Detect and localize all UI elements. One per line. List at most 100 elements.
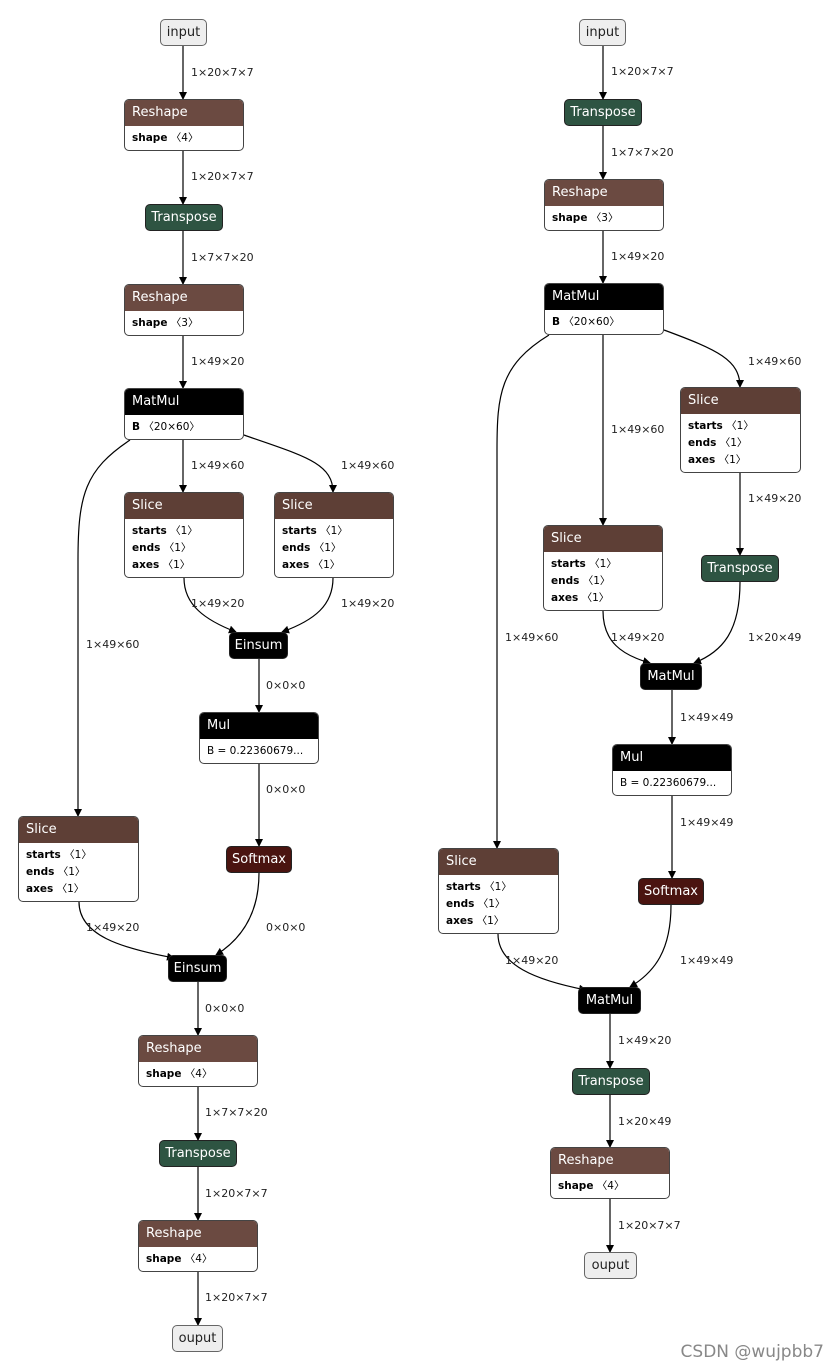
node-title: Reshape <box>125 100 243 126</box>
node-einsum-l-einsum1[interactable]: Einsum <box>229 632 288 659</box>
edge-label: 1×20×7×7 <box>205 1187 268 1200</box>
edge-L_matmul-to-L_slice_b <box>243 434 337 493</box>
node-io-r-output[interactable]: ouput <box>584 1252 637 1279</box>
attribute-row: shape 〈4〉 <box>146 1066 250 1083</box>
edge-label: 1×49×60 <box>611 423 664 436</box>
attribute-value: B = 0.22360679... <box>207 745 304 757</box>
edge-label: 1×49×20 <box>86 921 139 934</box>
node-attributes: shape 〈4〉 <box>125 126 243 150</box>
node-transpose-r-transpose3[interactable]: Transpose <box>572 1068 650 1095</box>
attribute-key: axes <box>551 592 579 604</box>
node-attributes: shape 〈3〉 <box>545 206 663 230</box>
edge-label: 0×0×0 <box>266 921 305 934</box>
node-title: Transpose <box>165 1146 231 1161</box>
attribute-row: ends 〈1〉 <box>446 896 551 913</box>
edge-L_slice_c-to-L_einsum2 <box>78 901 175 961</box>
attribute-key: ends <box>26 866 55 878</box>
node-transpose-r-transpose2[interactable]: Transpose <box>701 555 779 582</box>
edge-label: 1×49×60 <box>86 638 139 651</box>
edge-label: 1×49×60 <box>191 459 244 472</box>
node-title: Transpose <box>578 1074 644 1089</box>
attribute-key: shape <box>558 1180 594 1192</box>
edge-L_slice_b-to-L_einsum1 <box>281 577 334 634</box>
attribute-value: 〈1〉 <box>320 525 348 537</box>
attribute-key: B <box>132 421 141 433</box>
attribute-value: 〈1〉 <box>312 559 341 571</box>
attribute-row: starts 〈1〉 <box>551 556 655 573</box>
edge-R_slice_c-to-R_matmul3 <box>497 933 587 993</box>
node-matmul-r-matmul2[interactable]: MatMul <box>640 663 702 690</box>
attribute-key: ends <box>446 898 475 910</box>
attribute-value: 〈1〉 <box>718 454 747 466</box>
node-softmax-l-softmax[interactable]: Softmax <box>226 846 292 873</box>
attribute-key: ends <box>282 542 311 554</box>
attribute-key: shape <box>132 132 168 144</box>
node-title: Slice <box>19 817 138 843</box>
attribute-key: shape <box>146 1068 182 1080</box>
edge-R_softmax-to-R_matmul3 <box>629 904 672 988</box>
attribute-row: axes 〈1〉 <box>26 881 131 898</box>
edge-label: 1×20×49 <box>748 631 801 644</box>
edge-label: 1×49×20 <box>611 631 664 644</box>
attribute-row: ends 〈1〉 <box>282 540 386 557</box>
attribute-value: 〈1〉 <box>484 881 512 893</box>
node-title: MatMul <box>585 993 634 1008</box>
attribute-value: 〈20×60〉 <box>563 316 620 328</box>
node-io-l-output[interactable]: ouput <box>172 1325 223 1352</box>
attribute-value: 〈1〉 <box>582 575 611 587</box>
attribute-value: 〈1〉 <box>64 849 92 861</box>
attribute-row: shape 〈3〉 <box>552 210 656 227</box>
attribute-key: starts <box>446 881 481 893</box>
attribute-value: 〈1〉 <box>719 437 748 449</box>
edge-label: 1×20×7×7 <box>191 66 254 79</box>
node-matmul-r-matmul3[interactable]: MatMul <box>578 987 641 1014</box>
node-softmax-r-softmax[interactable]: Softmax <box>638 878 704 905</box>
edge-L_matmul-to-L_slice_c <box>74 439 131 817</box>
attribute-value: 〈4〉 <box>170 132 199 144</box>
node-title: Slice <box>275 493 393 519</box>
attribute-row: ends 〈1〉 <box>551 573 655 590</box>
node-attributes: B 〈20×60〉 <box>545 310 663 334</box>
node-attributes: starts 〈1〉ends 〈1〉axes 〈1〉 <box>439 875 558 933</box>
node-io-r-input[interactable]: input <box>579 19 626 46</box>
node-einsum-l-einsum2[interactable]: Einsum <box>168 955 227 982</box>
attribute-value: 〈20×60〉 <box>143 421 200 433</box>
node-title: MatMul <box>125 389 243 415</box>
attribute-row: ends 〈1〉 <box>688 435 793 452</box>
node-reshape-l-reshape1[interactable]: Reshape shape 〈4〉 <box>124 99 244 151</box>
edge-label: 1×7×7×20 <box>611 146 674 159</box>
edge-label: 1×49×20 <box>748 492 801 505</box>
attribute-row: B = 0.22360679... <box>620 775 724 792</box>
node-transpose-l-transpose1[interactable]: Transpose <box>145 204 223 231</box>
node-transpose-r-transpose1[interactable]: Transpose <box>564 99 642 126</box>
node-title: MatMul <box>647 669 695 684</box>
node-transpose-l-transpose2[interactable]: Transpose <box>159 1140 237 1167</box>
node-title: Transpose <box>707 561 773 576</box>
node-title: Transpose <box>151 210 217 225</box>
edge-label: 1×49×20 <box>611 250 664 263</box>
node-title: Transpose <box>570 105 636 120</box>
node-io-l-input[interactable]: input <box>160 19 207 46</box>
attribute-key: B <box>552 316 561 328</box>
attribute-row: shape 〈4〉 <box>132 130 236 147</box>
edge-label: 1×49×20 <box>618 1034 671 1047</box>
attribute-row: ends 〈1〉 <box>132 540 236 557</box>
edge-label: 1×49×60 <box>341 459 394 472</box>
edge-L_slice_a-to-L_einsum1 <box>183 577 237 634</box>
attribute-key: shape <box>552 212 588 224</box>
